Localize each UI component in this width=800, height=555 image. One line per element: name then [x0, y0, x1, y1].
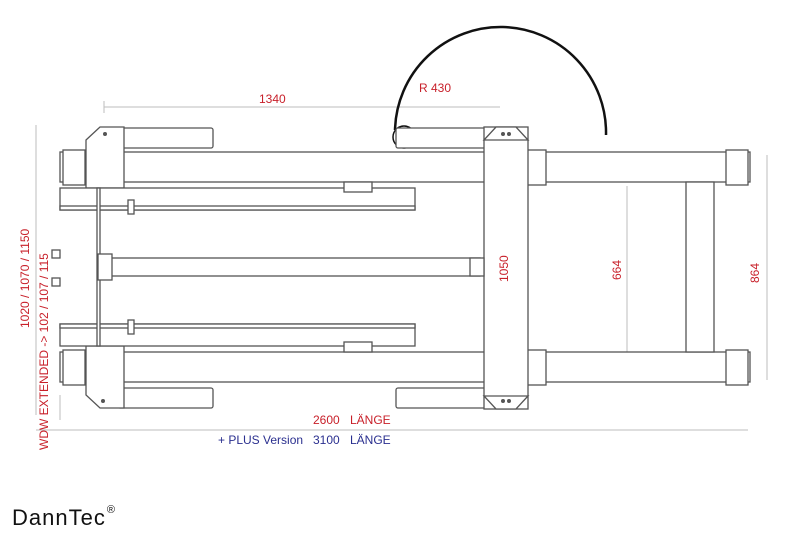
wdw-extended-label: WDW EXTENDED -> 102 / 107 / 115	[37, 253, 51, 450]
length-main-value: 2600	[313, 413, 340, 427]
radius-arc	[393, 25, 608, 136]
dimension-lines	[35, 101, 768, 431]
bolts	[101, 132, 511, 403]
radius-label: R 430	[419, 81, 452, 95]
dim-1050-label: 1050	[497, 255, 511, 282]
dim-664-label: 664	[610, 259, 624, 280]
danntec-logo: DannTec®	[12, 503, 116, 531]
length-plus-prefix: + PLUS Version	[218, 433, 304, 447]
registered-mark: ®	[106, 503, 116, 516]
length-plus-unit: LÄNGE	[350, 433, 391, 447]
dim-864-label: 864	[748, 262, 762, 283]
dim-1340-label: 1340	[259, 92, 286, 106]
widths-label: 1020 / 1070 / 1150	[18, 228, 32, 328]
logo-text: DannTec	[12, 505, 106, 530]
length-main-unit: LÄNGE	[350, 413, 391, 427]
lift-outline	[51, 126, 751, 410]
length-plus-value: 3100	[313, 433, 340, 447]
